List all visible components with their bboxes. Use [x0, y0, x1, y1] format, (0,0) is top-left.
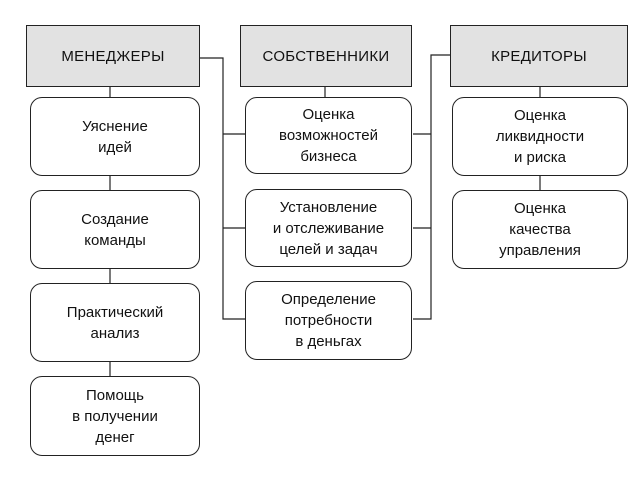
managers-box-analysis: Практический анализ	[30, 283, 200, 362]
box-label: Оценка качества управления	[499, 200, 581, 259]
box-label: Определение потребности в деньгах	[281, 291, 376, 350]
managers-header: МЕНЕДЖЕРЫ	[26, 25, 200, 87]
managers-box-funding: Помощь в получении денег	[30, 376, 200, 456]
box-label: Практический анализ	[66, 303, 164, 342]
box-label: Помощь в получении денег	[72, 386, 158, 446]
managers-box-idea: Уяснение идей	[30, 97, 200, 176]
managers-box-team: Создание команды	[30, 190, 200, 269]
creditors-box-liquidity: Оценка ликвидности и риска	[452, 97, 628, 176]
owners-box-opportunity: Оценка возможностей бизнеса	[245, 97, 412, 174]
creditors-box-management: Оценка качества управления	[452, 190, 628, 269]
owners-box-money-needs: Определение потребности в деньгах	[245, 281, 412, 360]
box-label: Установление и отслеживание целей и зада…	[272, 198, 385, 258]
box-label: Оценка ликвидности и риска	[495, 107, 585, 166]
owners-box-goals: Установление и отслеживание целей и зада…	[245, 189, 412, 267]
owners-header: СОБСТВЕННИКИ	[240, 25, 412, 87]
box-label: Создание команды	[81, 210, 149, 249]
box-label: Оценка возможностей бизнеса	[279, 106, 378, 165]
creditors-header: КРЕДИТОРЫ	[450, 25, 628, 87]
box-label: Уяснение идей	[82, 117, 148, 156]
